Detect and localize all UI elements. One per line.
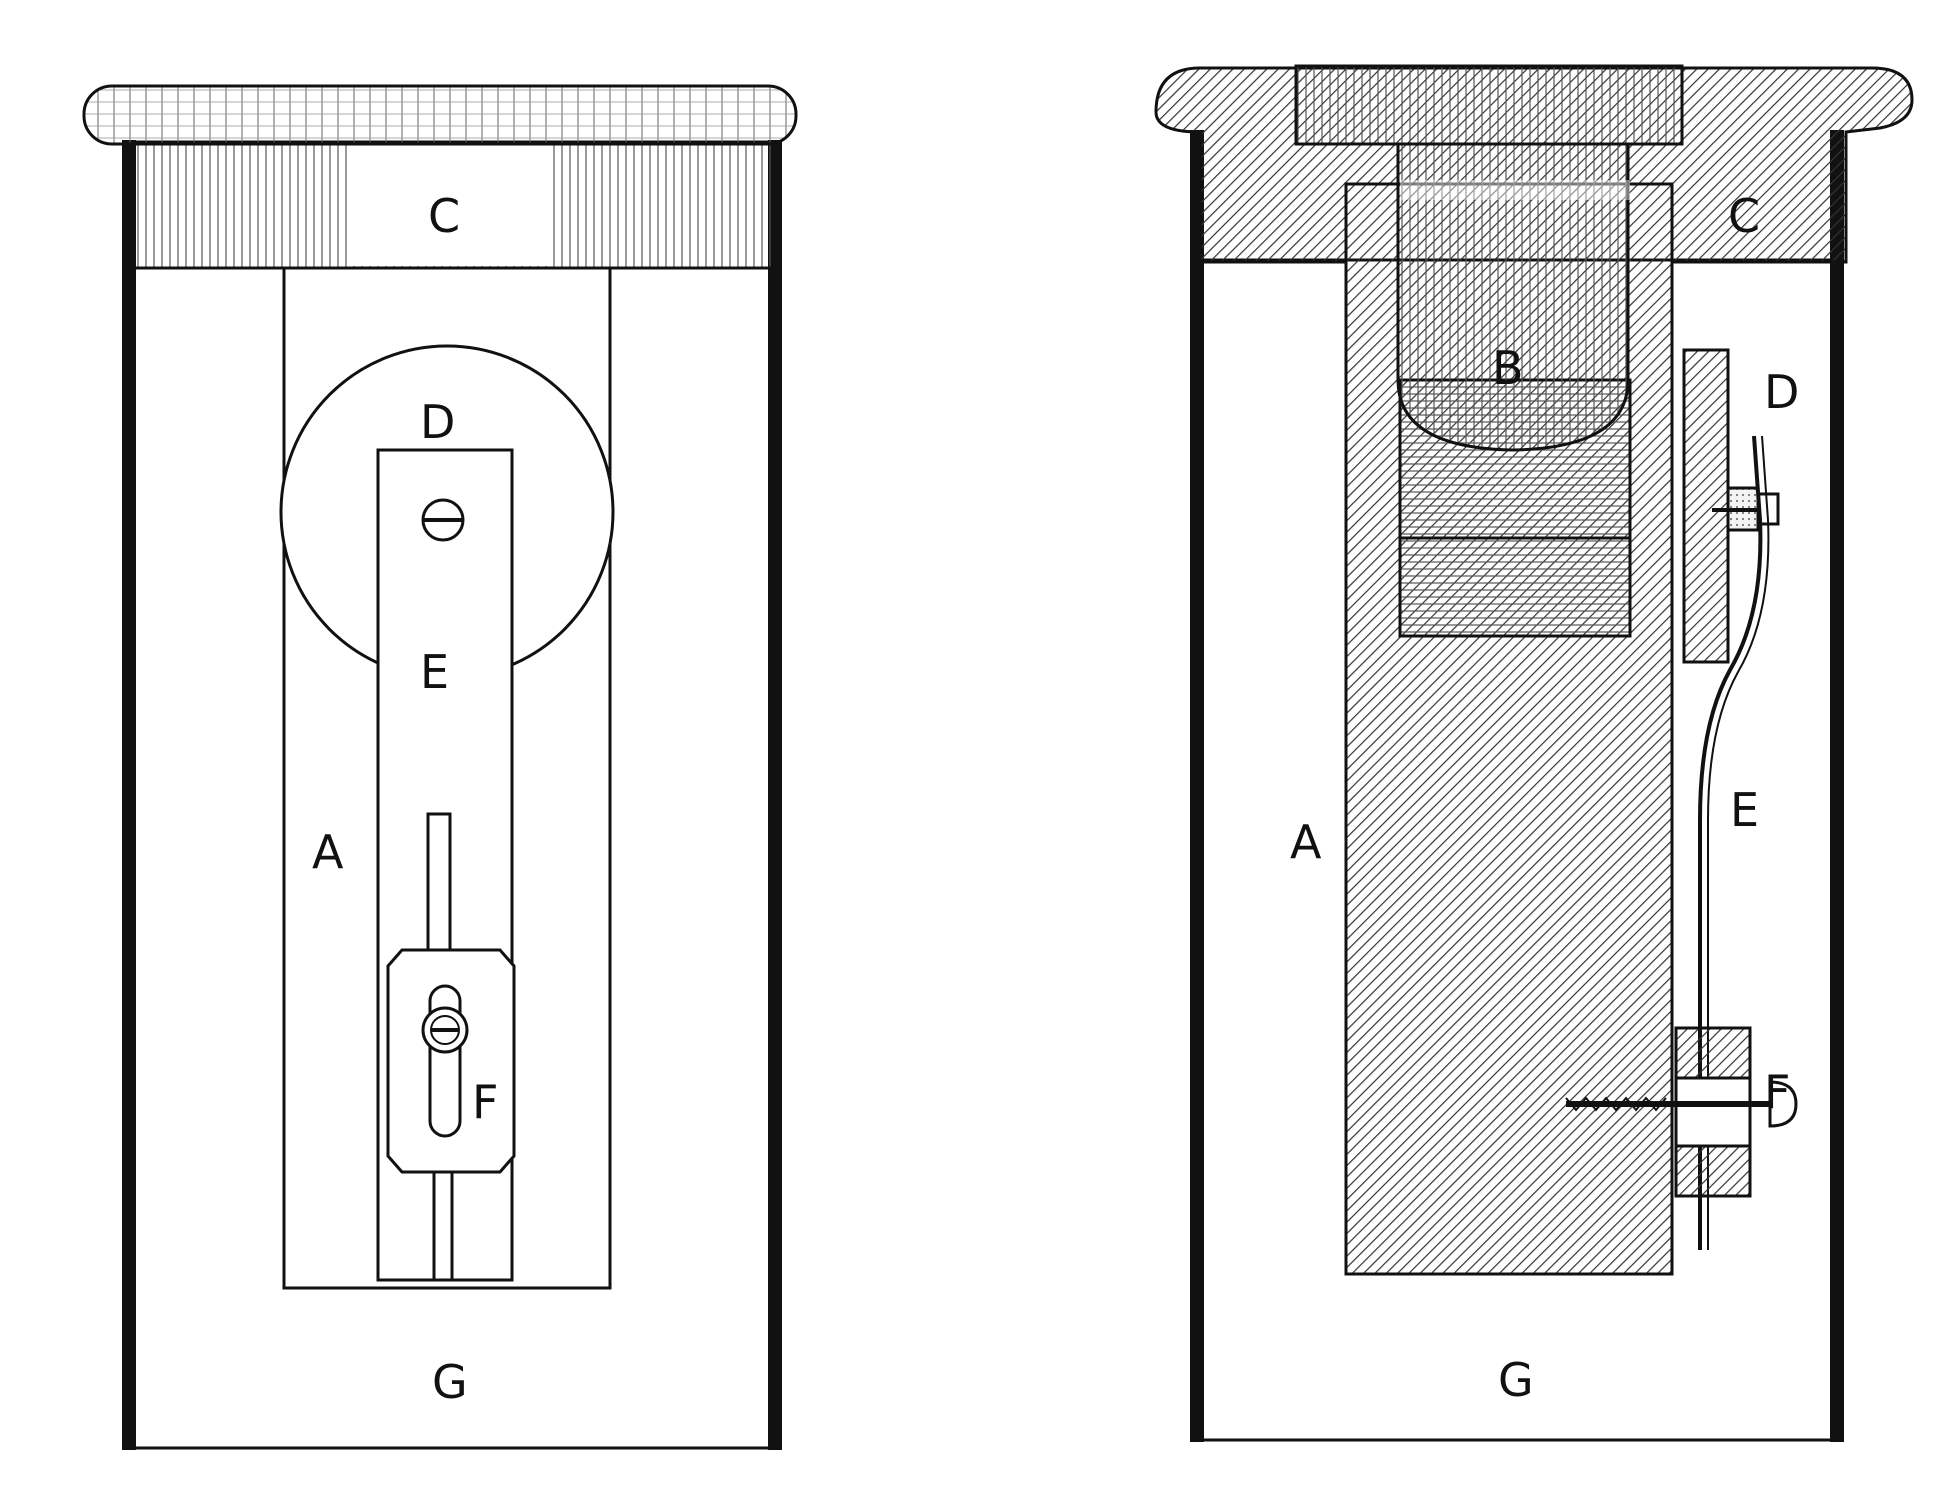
label-c-front: C — [428, 189, 460, 243]
section-clamp-lower — [1674, 1144, 1752, 1198]
label-e-section: E — [1730, 783, 1759, 837]
section-case-right-wall — [1830, 130, 1844, 1442]
label-a-front: A — [312, 825, 344, 879]
section-clamp-screw-thread — [1565, 1096, 1667, 1112]
cap-band-label-panel — [350, 144, 550, 266]
label-c-section: C — [1728, 189, 1760, 243]
section-plunger — [1396, 142, 1630, 452]
case-right-wall — [768, 140, 782, 1450]
plunger-shoulder — [1400, 180, 1630, 200]
section-disc — [1682, 348, 1730, 664]
case-left-wall — [122, 140, 136, 1450]
label-b-section: B — [1492, 341, 1524, 395]
section-clamp-screw-head — [1768, 1080, 1798, 1128]
figure-front-view: C D E A F G — [82, 84, 798, 1450]
label-f-section: F — [1764, 1065, 1790, 1119]
section-spring — [1698, 435, 1763, 1250]
cap-rim — [82, 84, 798, 146]
label-g-section: G — [1498, 1353, 1534, 1407]
section-knob-top — [1294, 64, 1684, 146]
label-g-front: G — [432, 1355, 468, 1409]
section-clamp-gap — [1674, 1076, 1752, 1148]
label-e-front: E — [420, 645, 449, 699]
label-a-section: A — [1290, 815, 1322, 869]
figure-section-view: C B D E A F G — [1154, 64, 1914, 1442]
section-case-left-wall — [1190, 130, 1204, 1442]
label-f-front: F — [472, 1075, 498, 1129]
section-spring-edge — [1707, 435, 1770, 1250]
section-clamp-upper — [1674, 1026, 1752, 1080]
label-d-front: D — [420, 395, 455, 449]
label-d-section: D — [1764, 365, 1799, 419]
